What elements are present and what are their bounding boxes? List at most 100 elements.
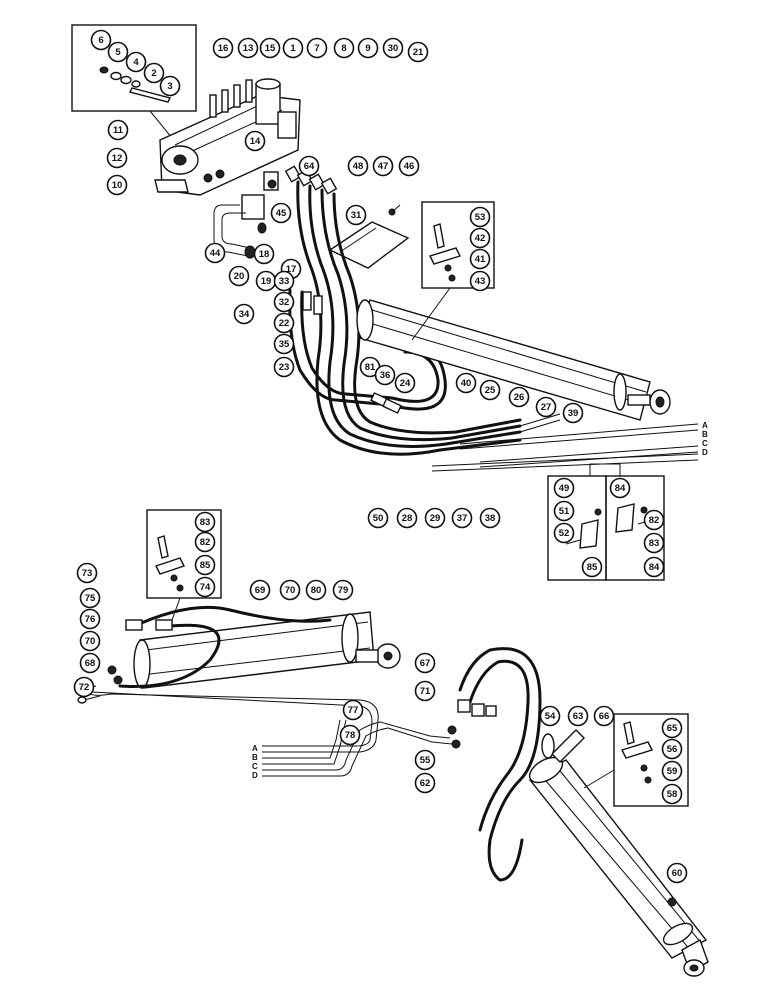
callout-label: 43 (475, 276, 486, 287)
callout-label: 31 (351, 210, 362, 221)
callout-75: 75 (79, 587, 101, 609)
callout-10: 10 (106, 174, 128, 196)
callout-label: 2 (151, 68, 156, 79)
callout-72: 72 (73, 676, 95, 698)
callout-label: 9 (365, 43, 370, 54)
callout-70: 70 (279, 579, 301, 601)
line-letter-b-lower: B (252, 753, 258, 762)
callout-label: 69 (255, 585, 266, 596)
callout-22: 22 (273, 312, 295, 334)
callout-label: 40 (461, 378, 472, 389)
callout-label: 44 (210, 248, 221, 259)
callout-label: 65 (667, 723, 678, 734)
callout-label: 67 (420, 658, 431, 669)
callout-label: 78 (345, 730, 356, 741)
callout-label: 34 (239, 309, 250, 320)
callout-label: 41 (475, 254, 486, 265)
callout-label: 83 (649, 538, 660, 549)
callout-33: 33 (273, 270, 295, 292)
callout-label: 7 (314, 43, 319, 54)
callout-label: 36 (380, 370, 391, 381)
callout-24: 24 (394, 372, 416, 394)
callout-label: 19 (261, 276, 272, 287)
callout-55: 55 (414, 749, 436, 771)
callout-43: 43 (469, 270, 491, 292)
callout-4: 4 (125, 51, 147, 73)
line-letter-c: C (702, 439, 708, 448)
callout-40: 40 (455, 372, 477, 394)
callout-71: 71 (414, 680, 436, 702)
callout-label: 8 (341, 43, 346, 54)
lower-right-fittings (447, 699, 497, 749)
callout-29: 29 (424, 507, 446, 529)
callout-label: 11 (113, 125, 124, 136)
callout-label: 35 (279, 339, 290, 350)
callout-79: 79 (332, 579, 354, 601)
callout-81: 81 (359, 356, 381, 378)
callout-label: 80 (311, 585, 322, 596)
callout-label: 82 (200, 537, 211, 548)
callout-70: 70 (79, 630, 101, 652)
valve-hardware-parts (99, 66, 172, 103)
callout-label: 27 (541, 402, 552, 413)
callout-label: 62 (420, 778, 431, 789)
callout-15: 15 (259, 37, 281, 59)
callout-label: 53 (475, 212, 486, 223)
callout-37: 37 (451, 507, 473, 529)
callout-2: 2 (143, 62, 165, 84)
callout-27: 27 (535, 396, 557, 418)
callout-32: 32 (273, 291, 295, 313)
callout-label: 71 (420, 686, 431, 697)
callout-label: 83 (200, 517, 211, 528)
clamp-hardware-bottom (621, 721, 653, 784)
callout-18: 18 (253, 243, 275, 265)
inset-leader (149, 110, 173, 139)
callout-label: 13 (243, 43, 254, 54)
callout-label: 6 (98, 35, 103, 46)
callout-62: 62 (414, 772, 436, 794)
callout-77: 77 (342, 699, 364, 721)
callout-41: 41 (469, 248, 491, 270)
callout-label: 23 (279, 362, 290, 373)
callout-11: 11 (107, 119, 129, 141)
callout-label: 85 (587, 562, 598, 573)
callout-36: 36 (374, 364, 396, 386)
control-valve-body (154, 78, 301, 196)
valve-hardware-inset-box (71, 24, 197, 112)
lower-line-letters: A B C D (252, 744, 258, 780)
callout-60: 60 (666, 862, 688, 884)
lower-right-hose-loop (458, 647, 542, 882)
callout-12: 12 (106, 147, 128, 169)
clamp-hardware-inset-right (605, 475, 665, 581)
callout-label: 81 (365, 362, 376, 373)
callout-84: 84 (643, 556, 665, 578)
upper-line-letters: A B C D (702, 421, 708, 457)
callout-label: 70 (285, 585, 296, 596)
callout-30: 30 (382, 37, 404, 59)
callout-label: 28 (402, 513, 413, 524)
callout-label: 1 (290, 43, 296, 54)
callout-28: 28 (396, 507, 418, 529)
callout-73: 73 (76, 562, 98, 584)
callout-46: 46 (398, 155, 420, 177)
callout-label: 21 (413, 47, 424, 58)
callout-label: 12 (112, 153, 123, 164)
callout-label: 48 (353, 161, 364, 172)
pipe-fittings (213, 171, 279, 259)
upper-hydraulic-cylinder (356, 299, 671, 421)
callout-80: 80 (305, 579, 327, 601)
line-letter-d-lower: D (252, 771, 258, 780)
callout-38: 38 (479, 507, 501, 529)
callout-label: 52 (559, 528, 570, 539)
hose-fittings-mid (302, 291, 402, 414)
callout-35: 35 (273, 333, 295, 355)
callout-82: 82 (194, 531, 216, 553)
upper-hose-bundle (288, 180, 522, 456)
callout-39: 39 (562, 402, 584, 424)
callout-19: 19 (255, 270, 277, 292)
callout-label: 66 (599, 711, 610, 722)
hose-end-fittings (284, 165, 338, 195)
clamp-hardware-inset-mid (146, 509, 222, 599)
callout-76: 76 (79, 608, 101, 630)
